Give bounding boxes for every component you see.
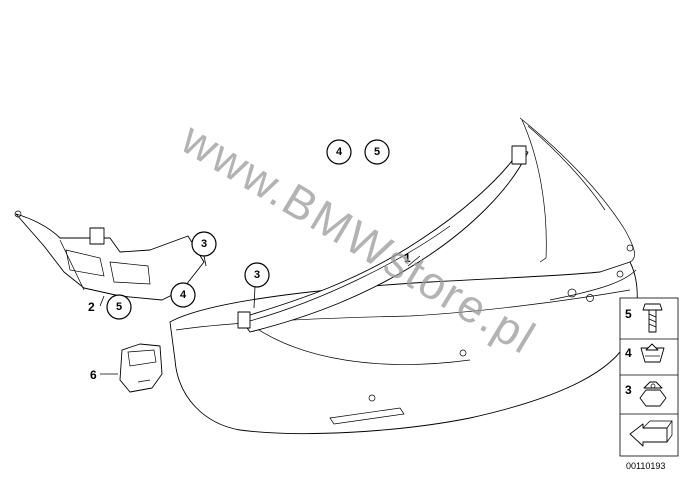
part-label-6: 6 — [90, 368, 97, 382]
callout-bracket-5[interactable]: 5 — [106, 294, 132, 320]
leader-1 — [407, 255, 421, 267]
legend-number-3: 3 — [625, 383, 632, 397]
callout-strip-3[interactable]: 3 — [244, 262, 270, 288]
callout-top-4-text: 4 — [336, 146, 343, 158]
part-label-1: 1 — [404, 251, 411, 265]
leader-strip-3 — [253, 285, 256, 309]
bracket-left[interactable] — [14, 210, 205, 301]
cover-cap[interactable] — [119, 343, 163, 393]
support-strip[interactable] — [237, 145, 529, 333]
legend-panel: 5 4 3 — [619, 297, 679, 457]
callout-top-4[interactable]: 4 — [326, 139, 352, 165]
legend-number-4: 4 — [625, 346, 632, 360]
callout-bracket-4[interactable]: 4 — [170, 282, 196, 308]
callout-bracket-3[interactable]: 3 — [191, 231, 217, 257]
callout-bracket-5-text: 5 — [116, 301, 122, 313]
callout-bracket-4-text: 4 — [180, 289, 187, 301]
hex-nut-icon — [639, 381, 667, 407]
diagram-number: 00110193 — [626, 461, 665, 471]
callout-top-5[interactable]: 5 — [364, 139, 390, 165]
clip-nut-icon — [640, 343, 665, 363]
leader-bracket-3 — [203, 255, 207, 267]
callout-top-5-text: 5 — [374, 146, 380, 158]
direction-arrow-icon — [629, 420, 673, 447]
callout-bracket-3-text: 3 — [201, 238, 207, 250]
leader-2 — [99, 295, 105, 307]
legend-number-5: 5 — [625, 307, 632, 321]
screw-icon — [642, 303, 663, 333]
callout-strip-3-text: 3 — [254, 269, 260, 281]
part-label-2: 2 — [88, 300, 95, 314]
